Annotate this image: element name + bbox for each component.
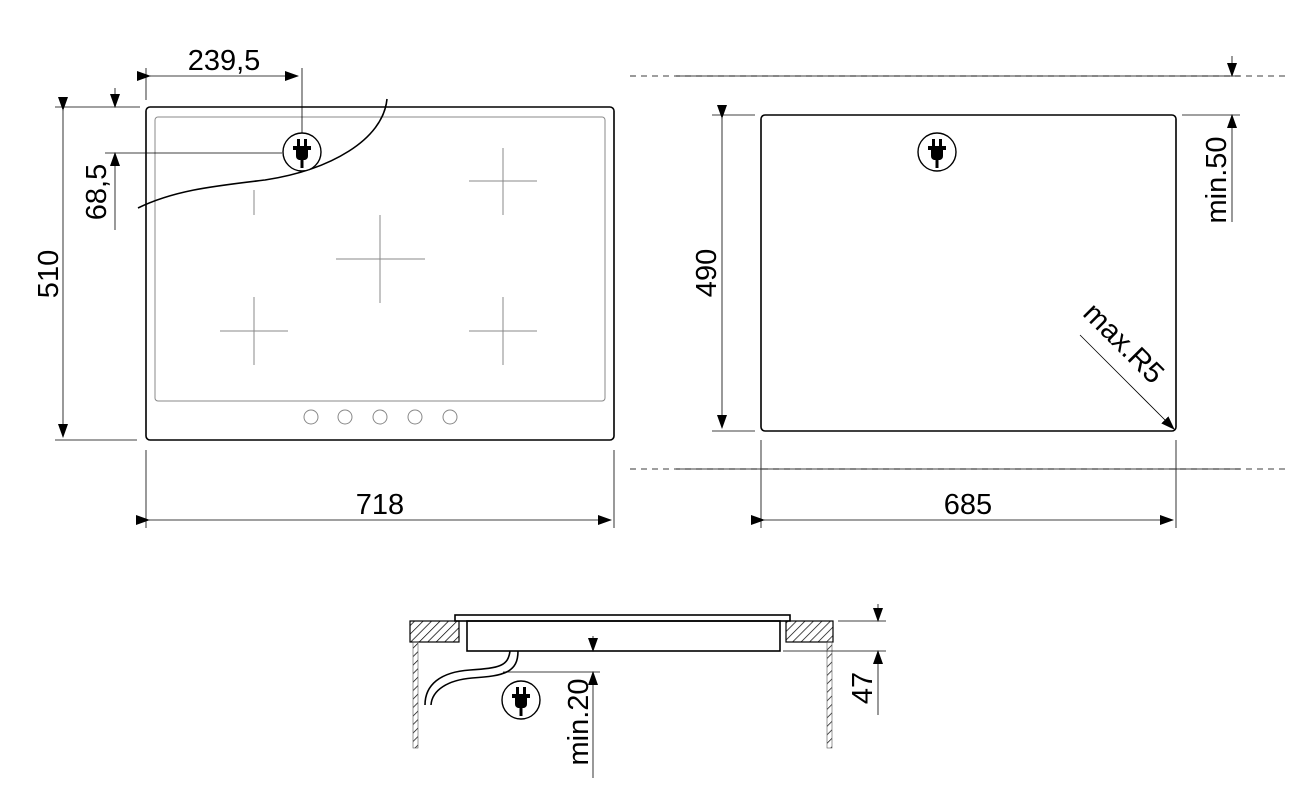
cutaway-curve (137, 98, 388, 209)
knob (407, 409, 423, 425)
power-plug-icon (501, 680, 541, 720)
knob (303, 409, 319, 425)
cabinet-wall-right (826, 641, 833, 749)
cutout-view: 490 685 min.50 max.R5 (630, 56, 1290, 528)
knob (337, 409, 353, 425)
worktop-left (409, 620, 460, 643)
worktop-right (785, 620, 834, 643)
dim-cutout-width: 685 (944, 489, 992, 521)
side-view: min.20 47 (409, 604, 886, 778)
cooking-zone-markers (220, 148, 537, 365)
dim-hob-height: 47 (847, 672, 879, 704)
hob-outline (145, 106, 615, 441)
glass-top (454, 614, 791, 622)
power-plug-icon (282, 132, 322, 172)
cabinet-wall-left (412, 641, 419, 749)
dim-width: 718 (356, 489, 404, 521)
power-cable (424, 650, 511, 706)
dim-top-clearance: min.50 (1201, 136, 1233, 223)
knob (372, 409, 388, 425)
dim-bottom-clearance: min.20 (563, 678, 595, 765)
dim-corner-radius: max.R5 (1077, 297, 1170, 390)
dim-plug-y: 68,5 (81, 164, 113, 220)
control-knobs (303, 409, 458, 425)
knob (442, 409, 458, 425)
dim-plug-x: 239,5 (188, 45, 261, 77)
cutout-outline (760, 114, 1177, 432)
glass-inner-outline (154, 116, 606, 402)
dim-depth: 510 (33, 250, 65, 298)
power-plug-icon (917, 132, 957, 172)
hob-body (466, 620, 781, 652)
dim-cutout-depth: 490 (691, 249, 723, 297)
top-view: 239,5 68,5 510 718 (33, 45, 615, 528)
